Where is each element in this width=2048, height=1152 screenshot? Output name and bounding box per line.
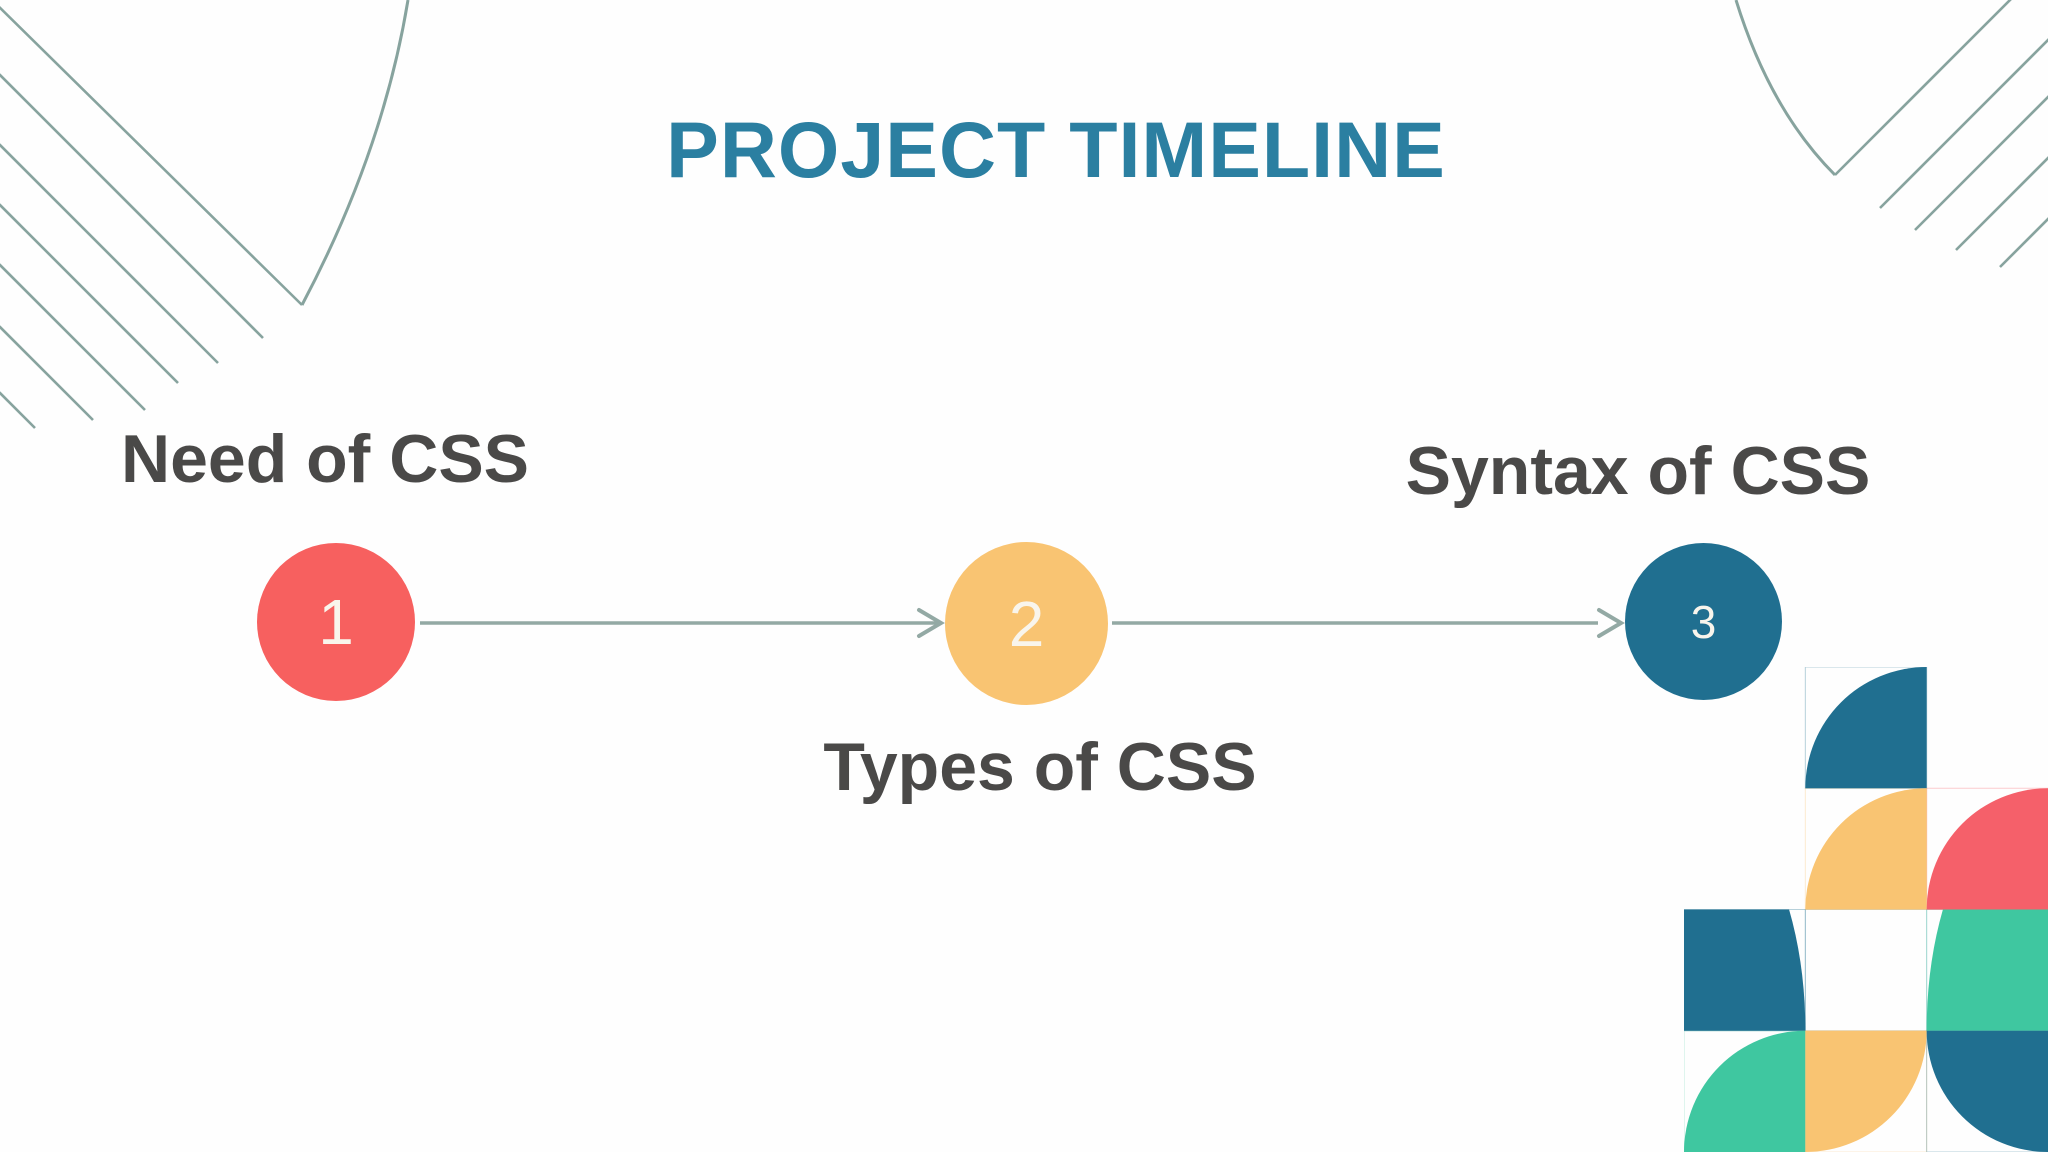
timeline-arrow-2	[1112, 608, 1625, 638]
step-label-1: Need of CSS	[120, 421, 530, 497]
step-label-3: Syntax of CSS	[1405, 433, 1871, 509]
quarter-circle-pattern	[1684, 667, 2048, 1152]
diagonal-line-icon	[1914, 95, 2048, 231]
timeline-arrow-1	[420, 608, 945, 638]
corner-decoration-top-right	[1734, 0, 2048, 268]
quarter-circle-yellow	[1805, 788, 1927, 910]
step-label-2: Types of CSS	[823, 729, 1257, 805]
diagonal-line-icon	[1879, 38, 2048, 209]
step-number-1: 1	[318, 586, 354, 658]
quarter-circle-teal	[1805, 667, 1927, 789]
step-circle-3: 3	[1625, 543, 1782, 700]
diagonal-line-icon	[1834, 0, 2012, 176]
diagonal-line-icon	[0, 203, 179, 384]
arrow-right-icon	[1597, 608, 1625, 638]
quarter-ellipse-teal	[1684, 909, 1806, 1031]
quarter-circle-coral	[1926, 788, 2048, 910]
step-circle-1: 1	[257, 543, 415, 701]
diagonal-line-icon	[0, 263, 146, 411]
step-circle-2: 2	[945, 542, 1108, 705]
diagonal-line-icon	[0, 73, 264, 339]
quarter-circle-teal	[1926, 1030, 2048, 1152]
diagonal-line-icon	[1999, 217, 2048, 268]
arrow-right-icon	[917, 608, 945, 638]
pattern-grid-cell	[1804, 908, 1928, 1032]
corner-arc-icon	[300, 0, 410, 306]
diagonal-line-icon	[0, 6, 303, 306]
quarter-ellipse-green	[1926, 909, 2048, 1031]
corner-decoration-top-left	[0, 0, 410, 429]
diagonal-line-icon	[0, 391, 36, 429]
page-title: PROJECT TIMELINE	[666, 105, 1446, 194]
step-number-2: 2	[1008, 587, 1045, 660]
step-number-3: 3	[1690, 595, 1717, 648]
quarter-circle-yellow	[1805, 1030, 1927, 1152]
diagonal-line-icon	[0, 325, 94, 421]
diagonal-line-icon	[1955, 156, 2048, 251]
quarter-circle-green	[1684, 1030, 1806, 1152]
diagonal-line-icon	[0, 143, 219, 364]
corner-arc-icon	[1734, 0, 1837, 177]
